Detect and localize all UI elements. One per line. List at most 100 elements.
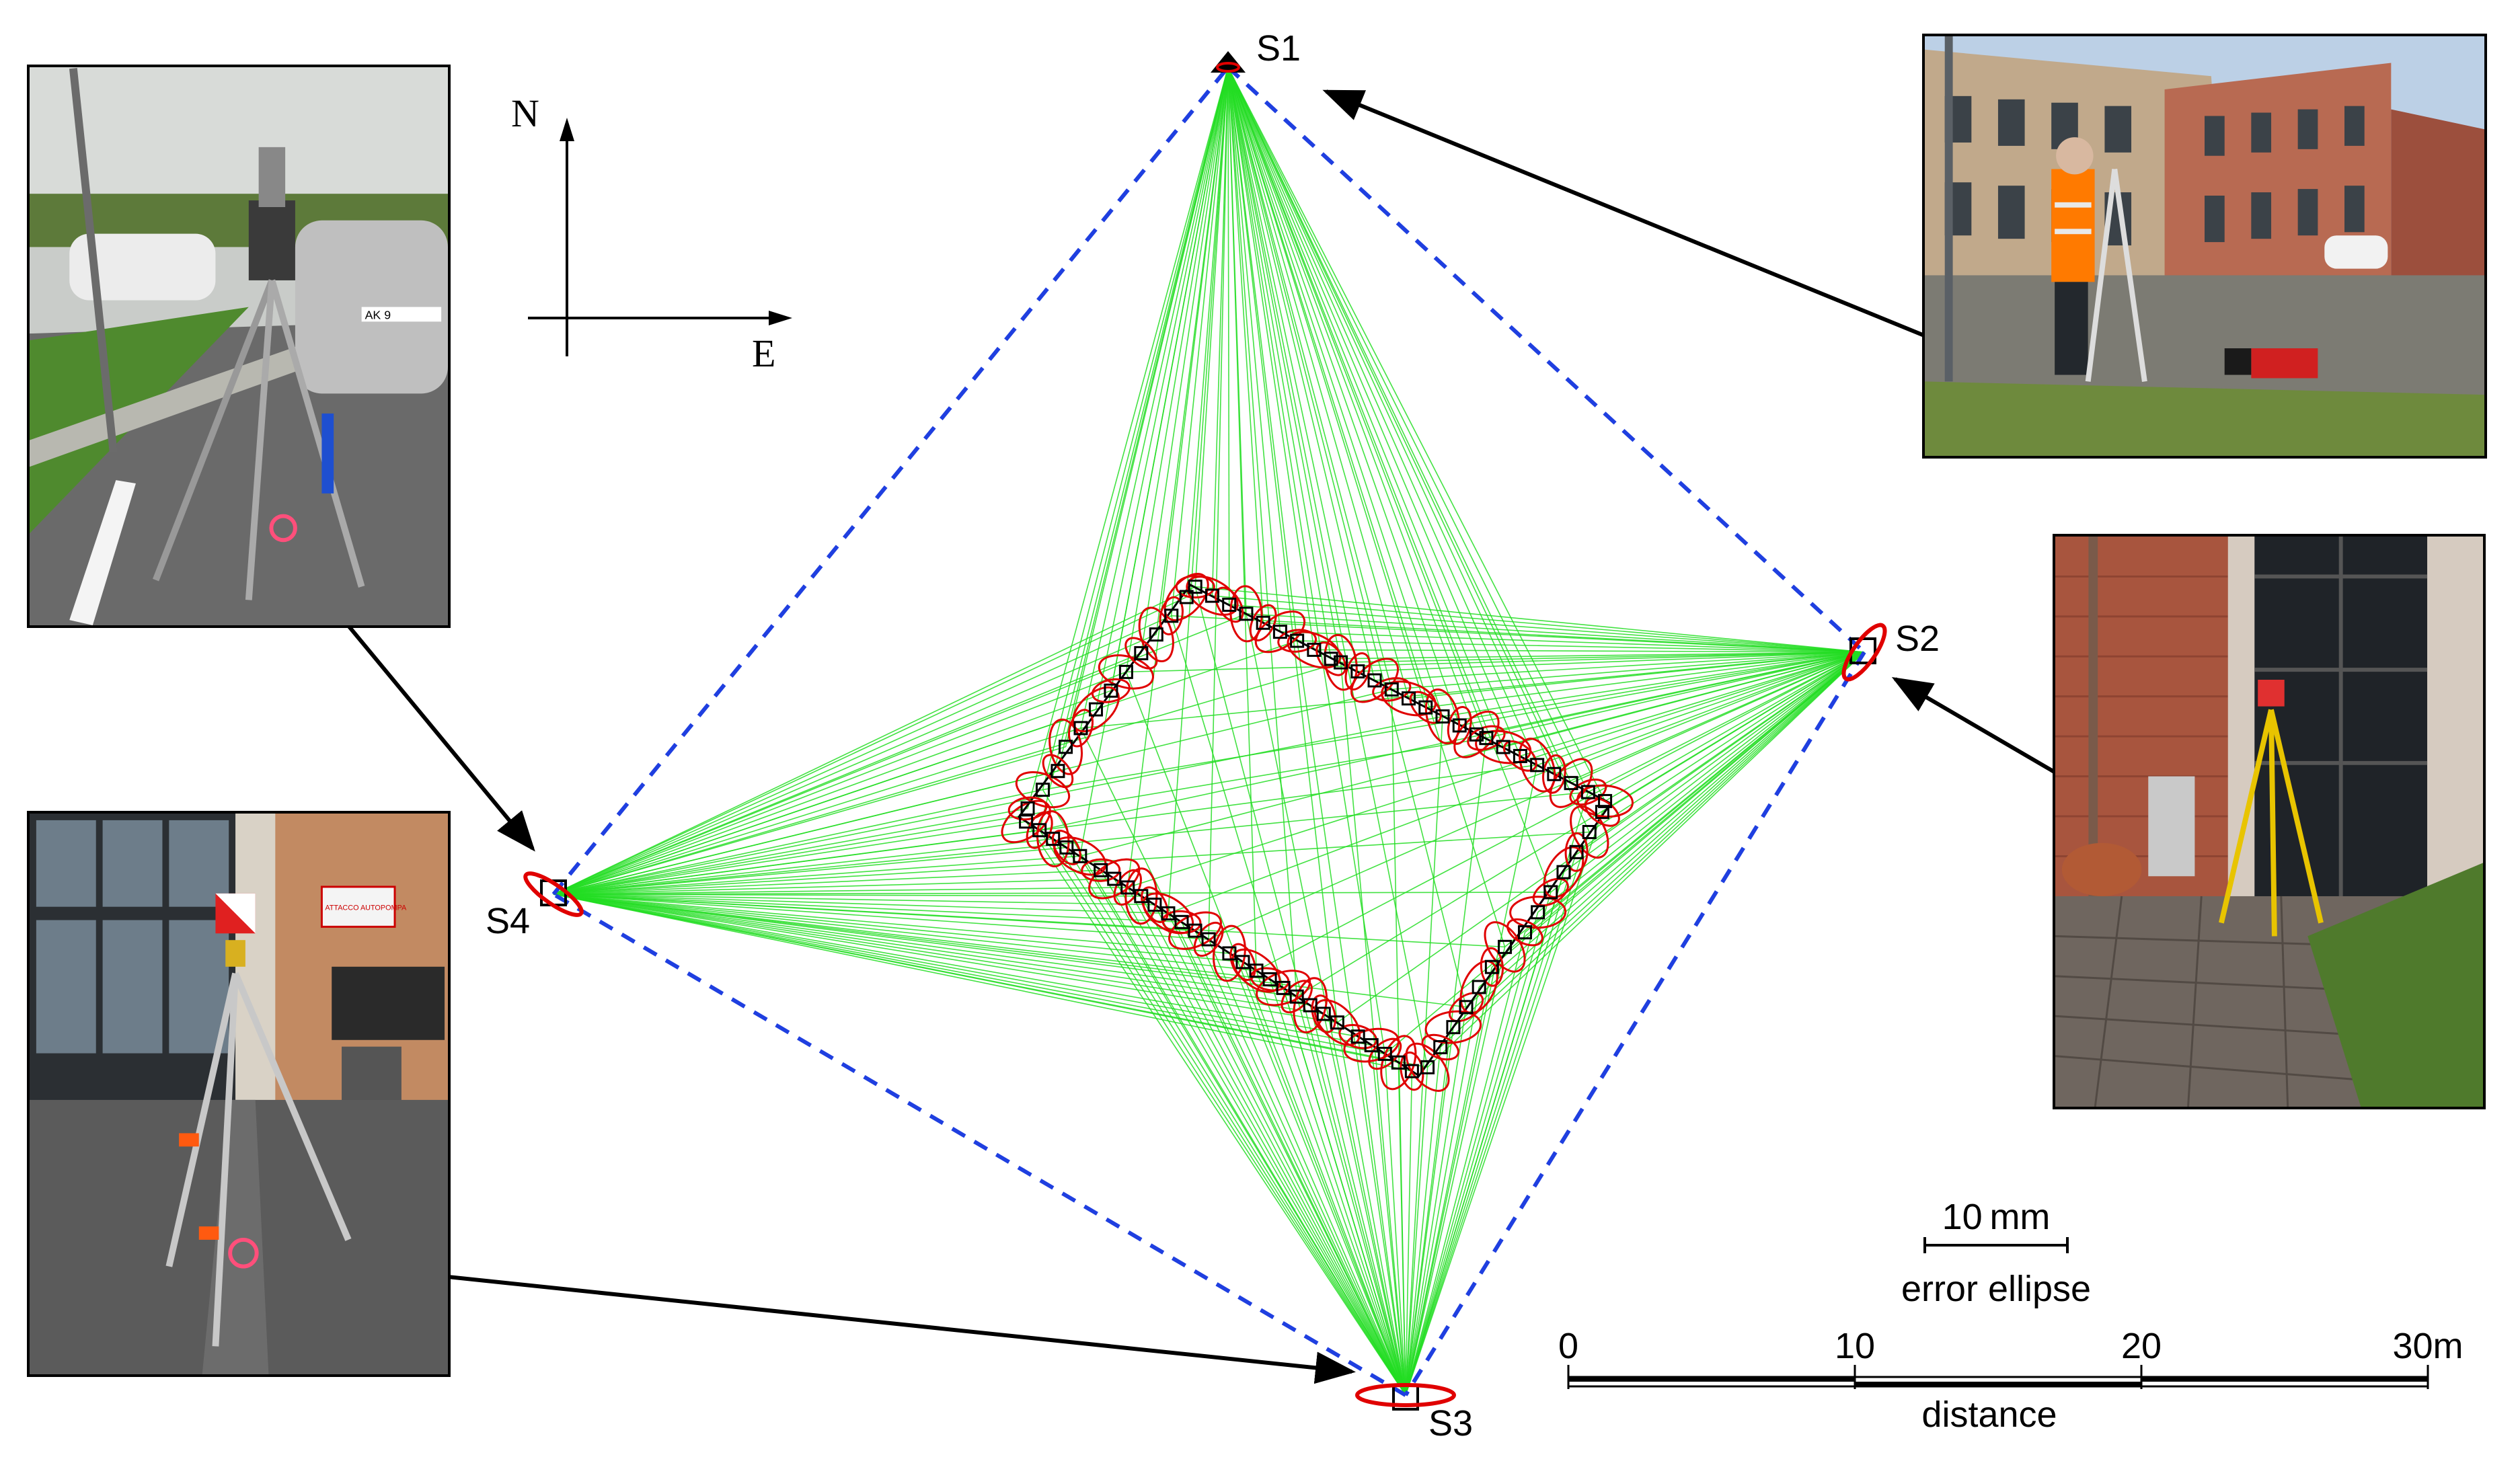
station-s4-marker [523, 871, 584, 917]
observation-line-43 [1065, 67, 1229, 747]
observation-line-5 [1227, 67, 1281, 632]
target-point-32 [1517, 925, 1532, 940]
observation-line-79 [1589, 652, 1865, 833]
observation-line-35 [1208, 67, 1229, 940]
observation-line-54 [1229, 604, 1865, 653]
error-ellipse-1 [1186, 576, 1239, 616]
observation-line-150 [1100, 869, 1406, 1396]
observation-line-99 [1079, 652, 1865, 857]
error-ellipse-79 [1163, 573, 1209, 621]
observation-line-97 [1168, 652, 1865, 914]
observation-line-123 [1405, 986, 1480, 1396]
target-point-49 [1276, 980, 1291, 995]
target-point-59 [1134, 889, 1149, 904]
observation-line-114 [1405, 812, 1603, 1396]
observation-line-208 [553, 690, 1112, 895]
observation-line-179 [553, 894, 1338, 1023]
observation-line-45 [1095, 67, 1229, 710]
observation-line-191 [553, 894, 1168, 914]
observation-line-132 [1357, 1036, 1406, 1396]
observation-line-87 [1478, 652, 1865, 988]
distance-tick-30: 30m [2392, 1326, 2463, 1366]
observation-line-138 [1269, 979, 1406, 1396]
observation-line-155 [1025, 821, 1406, 1396]
target-point-77 [1149, 627, 1163, 642]
station-label-s1: S1 [1256, 28, 1301, 69]
target-point-15 [1435, 709, 1450, 724]
target-point-40 [1404, 1064, 1419, 1078]
target-point-20 [1513, 748, 1527, 763]
observation-line-0 [1194, 67, 1229, 587]
error-ellipse-40 [1400, 1051, 1424, 1091]
station-label-s3: S3 [1428, 1403, 1473, 1444]
target-point-57 [1161, 906, 1176, 920]
car-plate-text: AK 9 [365, 308, 391, 321]
observation-line-81 [1563, 652, 1865, 873]
observation-line-102 [1080, 652, 1865, 729]
observation-line-136 [1296, 996, 1406, 1396]
target-point-62 [1094, 863, 1108, 877]
observation-line-70 [1486, 652, 1865, 739]
observation-line-141 [1229, 953, 1406, 1396]
target-point-28 [1569, 844, 1584, 859]
target-point-39 [1420, 1060, 1435, 1074]
observation-line-140 [1242, 961, 1406, 1396]
observation-line-152 [1066, 847, 1406, 1396]
station-s1-marker [1211, 51, 1246, 73]
observation-line-85 [1504, 652, 1865, 947]
error-ellipse-29 [1543, 846, 1584, 898]
target-point-18 [1479, 731, 1494, 746]
error-ellipse-20 [1503, 740, 1537, 772]
error-ellipse-58 [1141, 886, 1169, 923]
observation-line-127 [1405, 1067, 1428, 1396]
target-point-1 [1205, 588, 1219, 603]
network-edge-s2-s3 [1404, 651, 1866, 1396]
target-point-79 [1179, 590, 1194, 604]
error-ellipse-0 [1175, 575, 1215, 599]
observation-line-148 [1127, 887, 1406, 1396]
observation-line-190 [553, 894, 1182, 923]
observation-line-13 [1227, 67, 1410, 699]
observation-line-62 [1357, 652, 1865, 672]
north-east-compass: N E [511, 91, 792, 375]
photo-prism-s2 [2053, 534, 2486, 1109]
observation-line-118 [1405, 892, 1552, 1396]
observation-line-1 [1211, 67, 1229, 596]
observation-line-146 [1154, 904, 1406, 1396]
target-point-78 [1164, 608, 1179, 623]
observation-line-176 [553, 894, 1385, 1055]
observation-line-44 [1080, 67, 1229, 729]
observation-line-139 [1256, 970, 1406, 1396]
observation-line-10 [1227, 67, 1359, 672]
observation-line-47 [1125, 67, 1229, 672]
observation-line-126 [1405, 1047, 1441, 1396]
target-point-66 [1032, 823, 1047, 838]
target-point-42 [1377, 1046, 1392, 1061]
observation-line-161 [553, 613, 1247, 895]
error-ellipse-7 [1287, 631, 1342, 669]
ellipse-scale-caption: error ellipse [1901, 1269, 2091, 1309]
observation-line-57 [1280, 631, 1865, 653]
observation-line-120 [1405, 932, 1526, 1396]
observation-line-98 [1127, 652, 1865, 888]
observation-line-196 [553, 869, 1101, 895]
east-label: E [752, 331, 775, 375]
observation-line-124 [1405, 1007, 1467, 1396]
observation-line-184 [553, 894, 1270, 980]
target-point-72 [1073, 721, 1088, 736]
target-point-33 [1498, 939, 1513, 954]
error-ellipse-12 [1372, 677, 1412, 702]
observation-line-76 [1587, 652, 1865, 793]
error-ellipse-46 [1311, 994, 1336, 1033]
observation-line-23 [1227, 67, 1572, 783]
observation-line-59 [1313, 649, 1865, 653]
network-edge-s4-s1 [551, 66, 1230, 896]
error-ellipse-66 [1026, 811, 1053, 849]
observation-line-174 [553, 894, 1412, 1072]
target-point-16 [1452, 718, 1467, 733]
target-point-64 [1059, 840, 1074, 855]
observation-line-201 [553, 821, 1026, 895]
target-point-51 [1249, 963, 1264, 978]
observation-line-11 [1227, 67, 1375, 681]
observation-line-51 [1186, 67, 1229, 598]
